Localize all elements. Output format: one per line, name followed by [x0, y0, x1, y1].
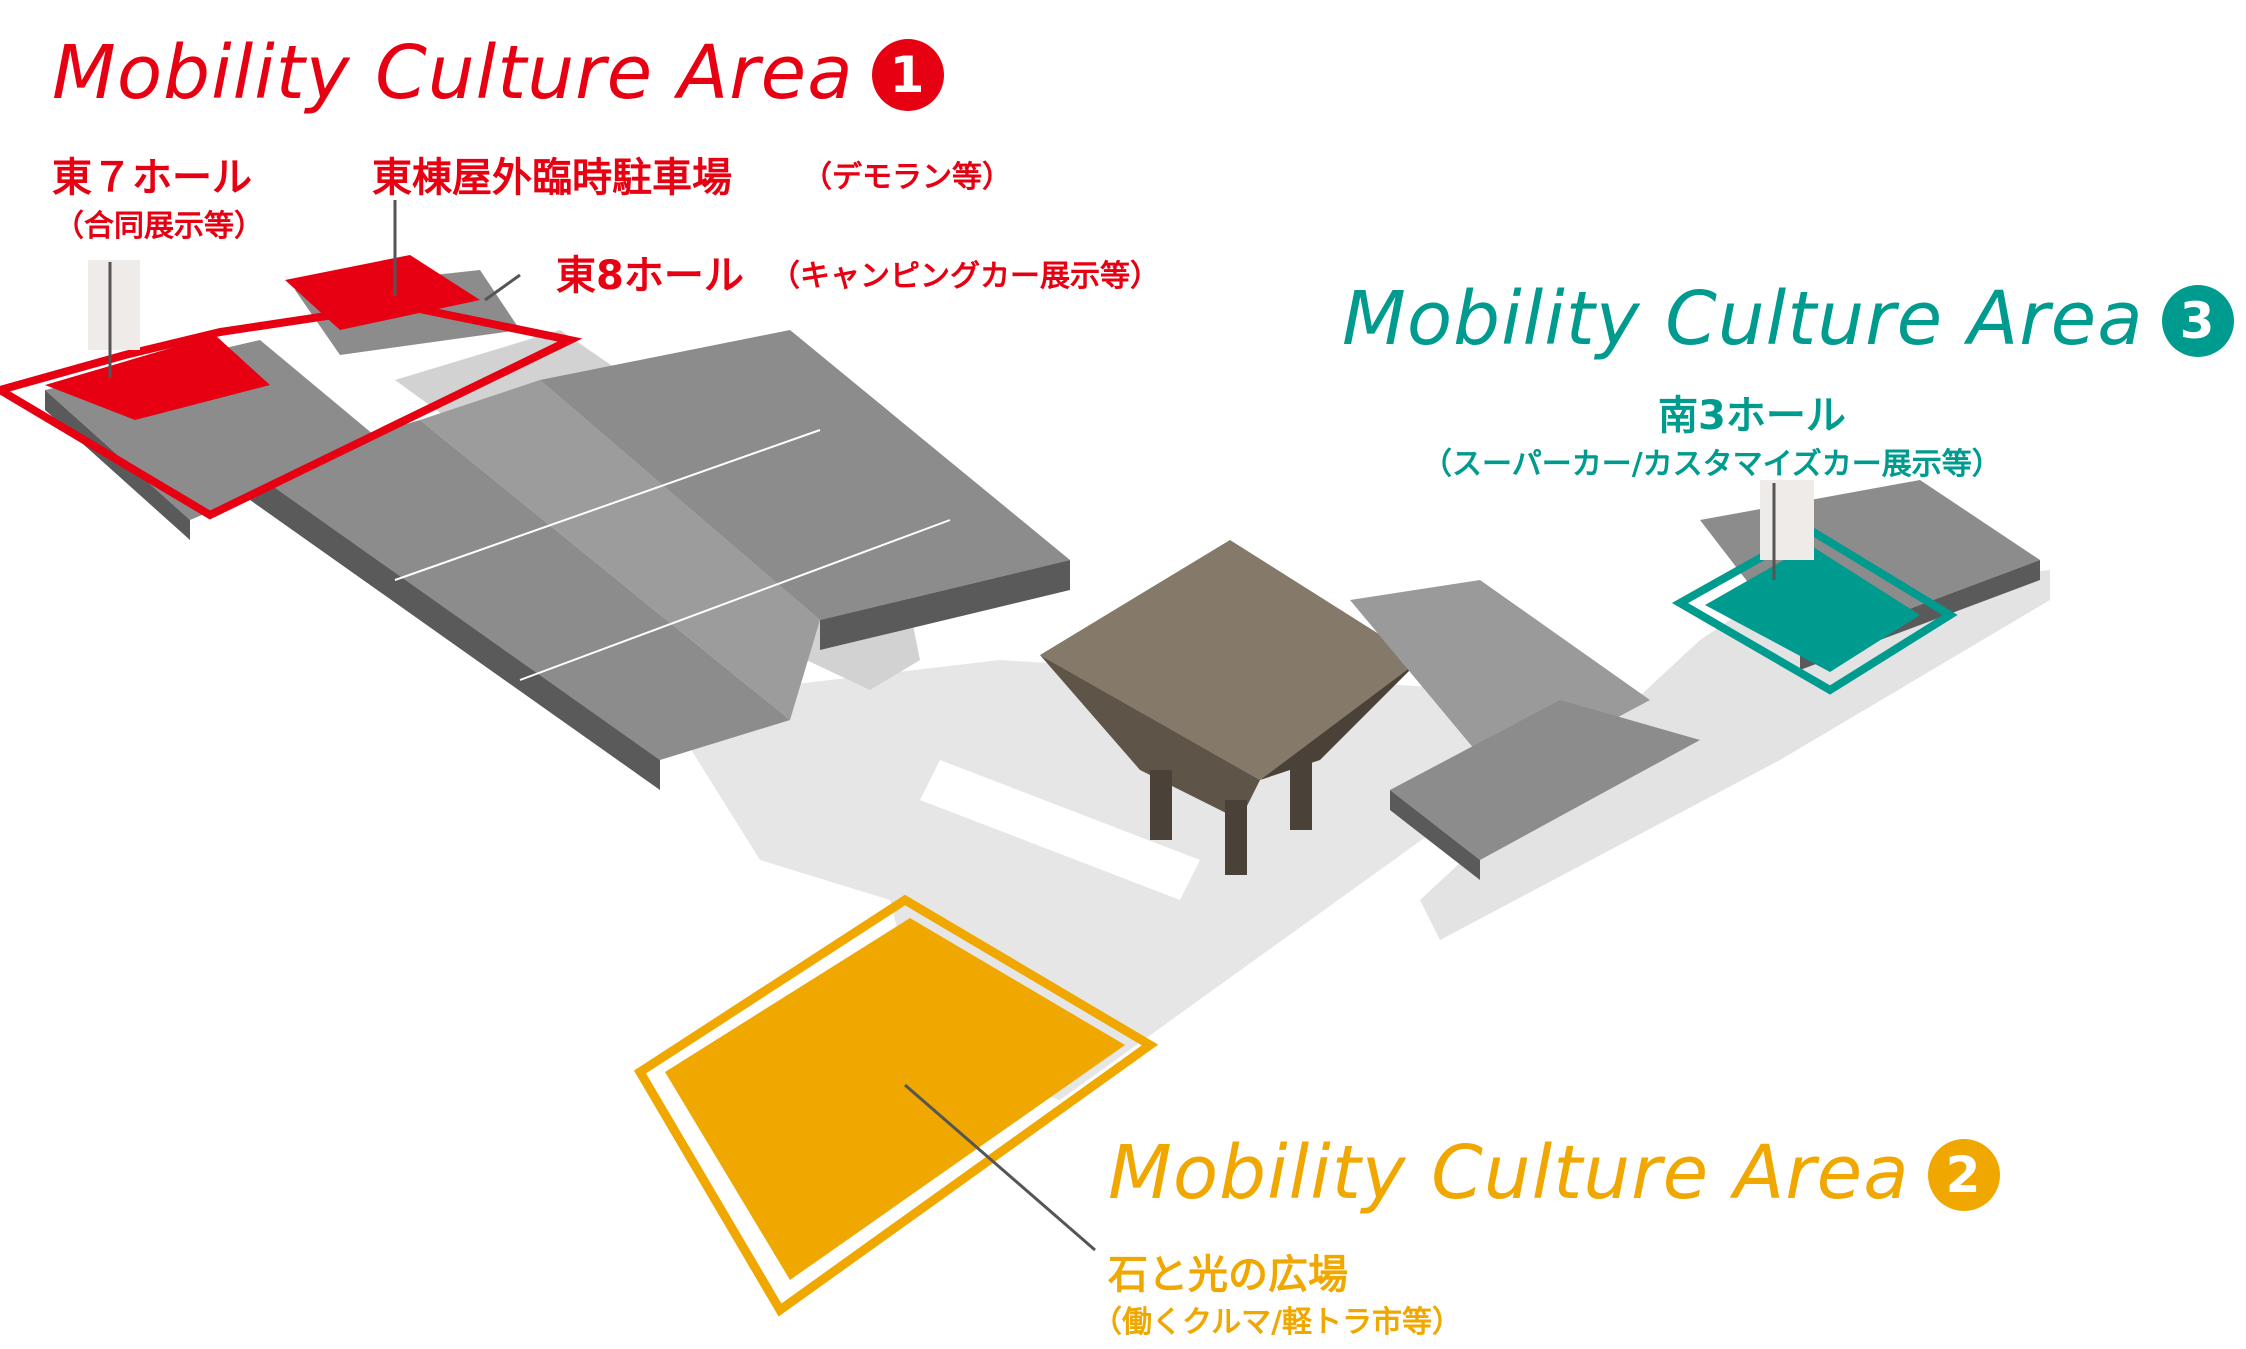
east-8-hall-sub: （キャンピングカー展示等） — [770, 259, 1160, 294]
south-3-hall-label: 南3ホール — [1658, 393, 1846, 439]
area-1-number-badge: 1 — [871, 39, 944, 111]
east-parking-label: 東棟屋外臨時駐車場 — [372, 155, 732, 201]
area-2-highlight — [633, 894, 1159, 1317]
central-building — [1040, 540, 1420, 875]
south-3-hall-sub: （スーパーカー/カスタマイズカー展示等） — [1422, 447, 2002, 482]
area-1-title-text: Mobility Culture Area — [52, 30, 854, 116]
east-8-hall-label: 東8ホール — [556, 253, 744, 299]
area-1-highlight — [0, 255, 583, 520]
east-halls — [250, 330, 1070, 790]
east-7-hall-label: 東７ホール — [52, 155, 252, 201]
leader-lines — [88, 200, 1814, 1252]
area-3-title-text: Mobility Culture Area — [1342, 276, 2144, 362]
east-parking-sub: （デモラン等） — [802, 160, 1012, 195]
area-2-title-text: Mobility Culture Area — [1108, 1130, 1910, 1216]
area-2-number-badge: 2 — [1927, 1139, 2000, 1211]
area-3-number-badge: 3 — [2161, 285, 2234, 357]
stone-light-plaza-label: 石と光の広場 — [1108, 1252, 1348, 1298]
east-7-hall-sub: （合同展示等） — [54, 209, 264, 244]
stone-light-plaza-sub: （働くクルマ/軽トラ市等） — [1092, 1305, 1463, 1340]
